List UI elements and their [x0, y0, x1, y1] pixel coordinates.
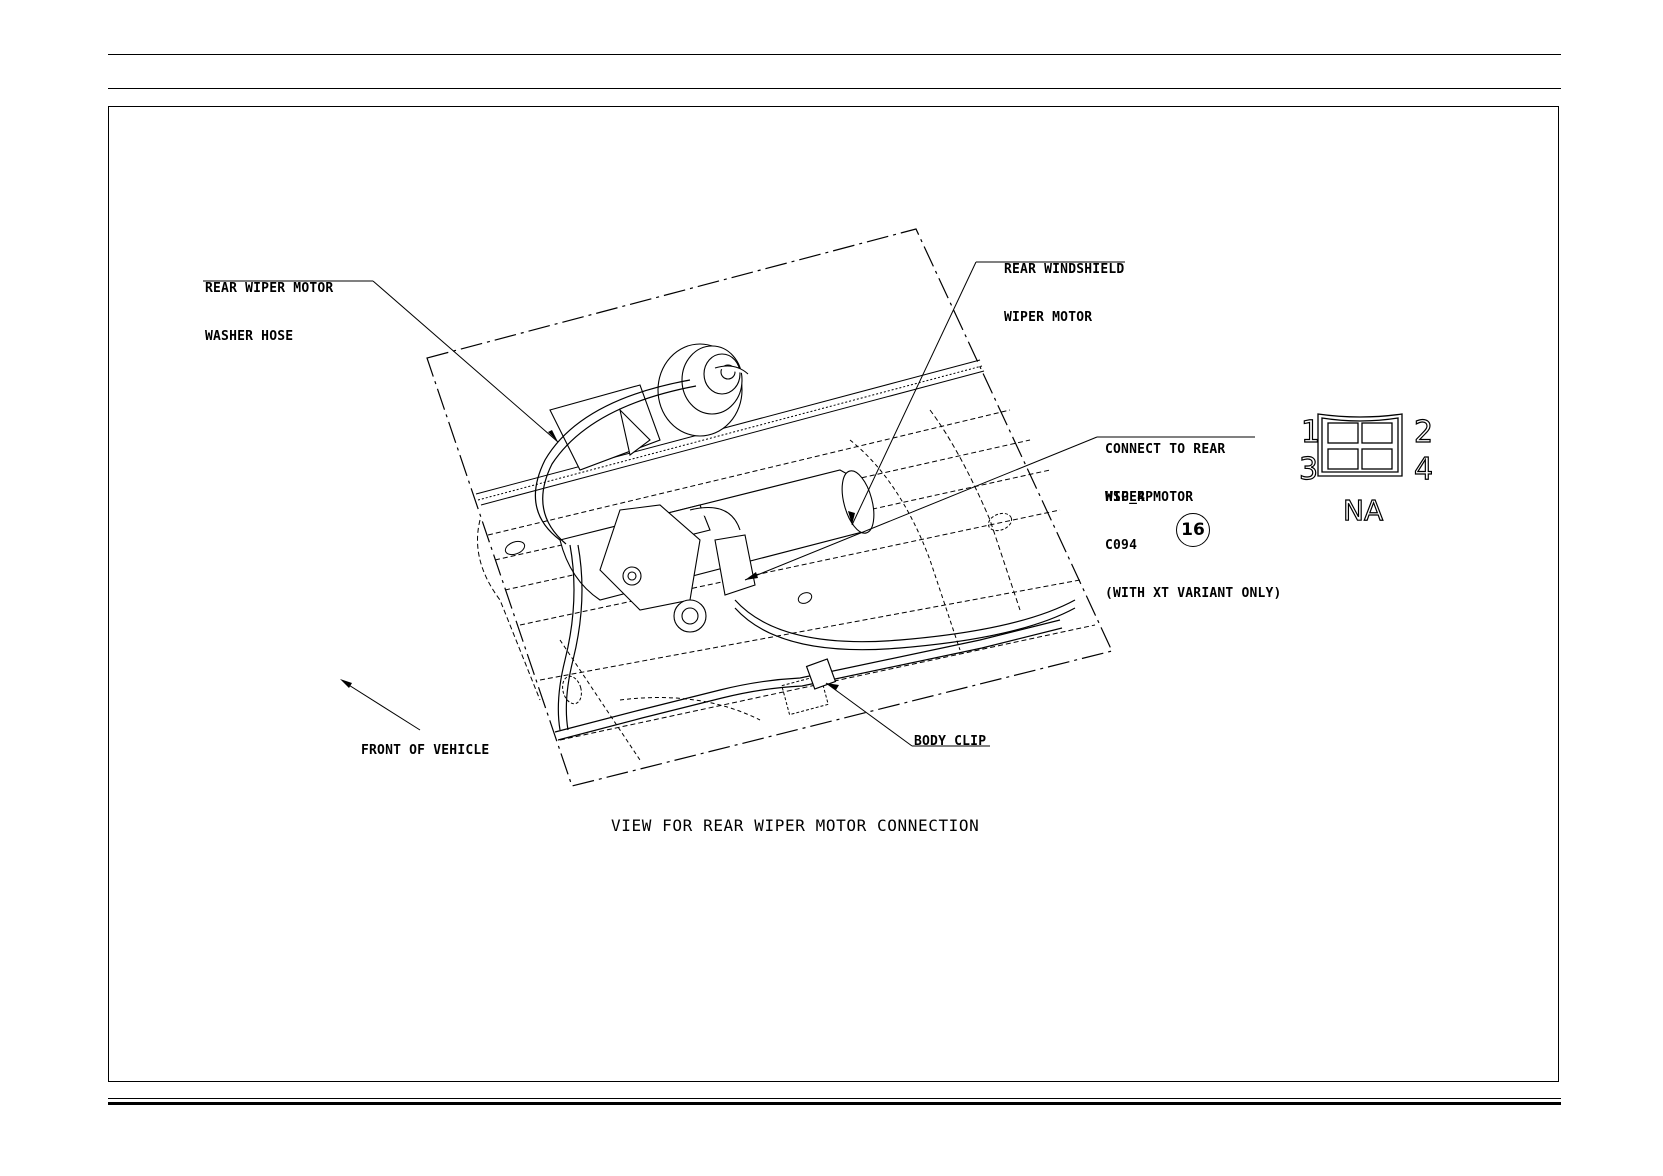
wiper-spindle [549, 343, 749, 471]
leader-arrowheads [340, 430, 855, 690]
label-body-clip: BODY CLIP [914, 734, 987, 749]
leader-lines [203, 261, 1255, 747]
bottom-rule-thick [108, 1102, 1561, 1105]
label-connect-to: CONNECT TO REAR WIPER MOTOR [1105, 442, 1226, 505]
pin-4-label: 4 [1413, 452, 1434, 487]
label-washer-hose: REAR WIPER MOTOR WASHER HOSE [205, 281, 334, 344]
pin-1-label: 1 [1300, 415, 1321, 450]
connector-face [1317, 413, 1403, 477]
label-wiper-motor: REAR WINDSHIELD WIPER MOTOR [1004, 262, 1125, 325]
pin-3-label: 3 [1298, 452, 1319, 487]
motor-housing [559, 469, 875, 633]
hose-and-harness [534, 379, 1076, 741]
top-rule-1 [108, 54, 1561, 56]
body-panel [475, 359, 1096, 761]
pin-2-label: 2 [1413, 415, 1434, 450]
label-front-of-vehicle: FRONT OF VEHICLE [361, 743, 490, 758]
label-connector-info: HSG_4P C094 (WITH XT VARIANT ONLY) [1105, 490, 1282, 601]
top-rule-2 [108, 88, 1561, 90]
view-caption: VIEW FOR REAR WIPER MOTOR CONNECTION [611, 816, 980, 835]
connector-badge: 16 [1176, 513, 1210, 547]
bottom-rule-thin [108, 1098, 1561, 1099]
connector-region-label: NA [1342, 494, 1384, 527]
diagram-frame [108, 106, 1559, 1082]
